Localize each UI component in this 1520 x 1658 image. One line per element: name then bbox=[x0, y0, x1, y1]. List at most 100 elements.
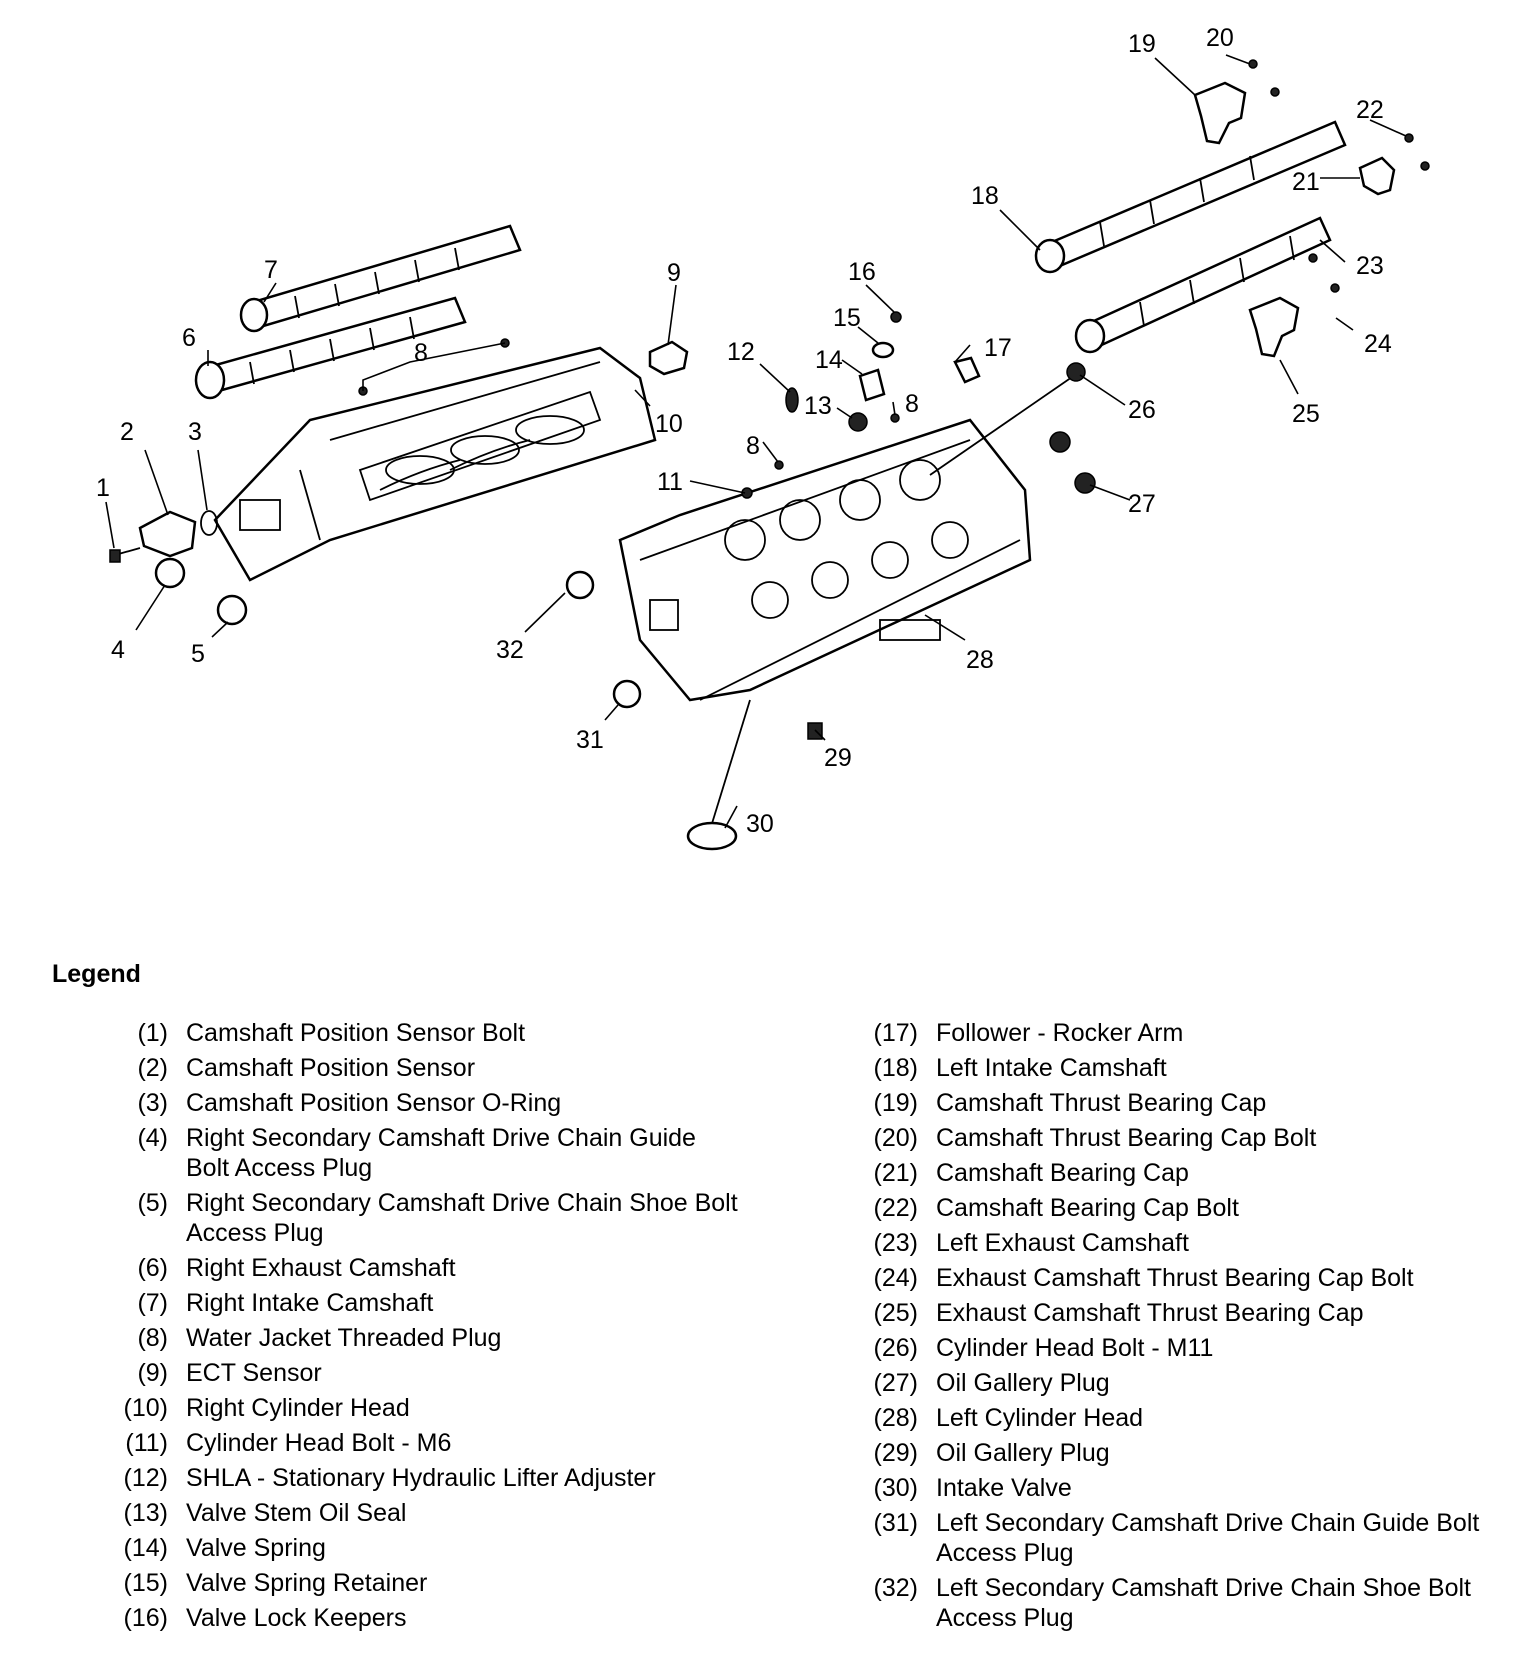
left-cylinder-head bbox=[618, 418, 1032, 702]
valve-lock-keepers bbox=[890, 311, 902, 323]
cylinder-head-bolt-m11 bbox=[929, 362, 1086, 476]
left-exhaust-camshaft bbox=[1074, 216, 1332, 354]
callout-27: 27 bbox=[1128, 490, 1156, 518]
legend-item-text: Camshaft Thrust Bearing Cap bbox=[936, 1089, 1267, 1117]
legend-item-number: (30) bbox=[873, 1474, 918, 1502]
legend-item: (11) Cylinder Head Bolt - M6 bbox=[90, 1428, 740, 1458]
callout-5: 5 bbox=[191, 640, 205, 668]
legend-item: (27) Oil Gallery Plug bbox=[840, 1368, 1510, 1398]
legend-item: (30) Intake Valve bbox=[840, 1473, 1510, 1503]
legend-column-right: (17)Follower - Rocker Arm (18)Left Intak… bbox=[840, 1018, 1510, 1638]
legend-item-text: Camshaft Bearing Cap bbox=[936, 1159, 1189, 1187]
legend-item-text: Cylinder Head Bolt - M6 bbox=[186, 1429, 452, 1457]
legend-item-number: (9) bbox=[137, 1359, 168, 1387]
legend-item: (10) Right Cylinder Head bbox=[90, 1393, 740, 1423]
legend-item-number: (15) bbox=[123, 1569, 168, 1597]
legend-item-number: (25) bbox=[873, 1299, 918, 1327]
legend-item-number: (23) bbox=[873, 1229, 918, 1257]
callout-22: 22 bbox=[1356, 96, 1384, 124]
legend-item: (12) SHLA - Stationary Hydraulic Lifter A… bbox=[90, 1463, 740, 1493]
callout-32: 32 bbox=[496, 636, 524, 664]
legend-item-number: (26) bbox=[873, 1334, 918, 1362]
callout-7: 7 bbox=[264, 256, 278, 284]
legend-item-text: Valve Lock Keepers bbox=[186, 1604, 407, 1632]
legend-item-number: (21) bbox=[873, 1159, 918, 1187]
legend-item-text: Exhaust Camshaft Thrust Bearing Cap Bolt bbox=[936, 1264, 1414, 1292]
legend-item: (29)Oil Gallery Plug bbox=[840, 1438, 1510, 1468]
legend-item-text: Camshaft Bearing Cap Bolt bbox=[936, 1194, 1239, 1222]
legend-column-left: (1)Camshaft Position Sensor Bolt (2) Cams… bbox=[90, 1018, 740, 1638]
legend-item: (23) Left Exhaust Camshaft bbox=[840, 1228, 1510, 1258]
legend-item: (17)Follower - Rocker Arm bbox=[840, 1018, 1510, 1048]
callout-8c: 8 bbox=[905, 390, 919, 418]
callout-19: 19 bbox=[1128, 30, 1156, 58]
callout-8b: 8 bbox=[746, 432, 760, 460]
callout-23: 23 bbox=[1356, 252, 1384, 280]
cap-bolts bbox=[1248, 59, 1430, 293]
legend-item: (15) Valve Spring Retainer bbox=[90, 1568, 740, 1598]
legend-title: Legend bbox=[52, 960, 141, 988]
right-chain-guide-access-plug bbox=[154, 557, 186, 589]
valve-stem-oil-seal bbox=[848, 412, 868, 432]
legend-item-text: Water Jacket Threaded Plug bbox=[186, 1324, 502, 1352]
legend-item: (6)Right Exhaust Camshaft bbox=[90, 1253, 740, 1283]
legend-item-text: Left Exhaust Camshaft bbox=[936, 1229, 1189, 1257]
legend-item-number: (18) bbox=[873, 1054, 918, 1082]
legend-item: (5) Right Secondary Camshaft Drive Chain … bbox=[90, 1188, 740, 1248]
legend-item-number: (22) bbox=[873, 1194, 918, 1222]
legend-item-number: (14) bbox=[123, 1534, 168, 1562]
legend-item-number: (28) bbox=[873, 1404, 918, 1432]
legend-item-text: Follower - Rocker Arm bbox=[936, 1019, 1184, 1047]
legend-item-text: Camshaft Position Sensor bbox=[186, 1054, 476, 1082]
legend-item-number: (2) bbox=[137, 1054, 168, 1082]
callout-16: 16 bbox=[848, 258, 876, 286]
legend-item-number: (19) bbox=[873, 1089, 918, 1117]
legend-item: (16)Valve Lock Keepers bbox=[90, 1603, 740, 1633]
callout-25: 25 bbox=[1292, 400, 1320, 428]
legend-item-text: Intake Valve bbox=[936, 1474, 1072, 1502]
legend-item-number: (3) bbox=[137, 1089, 168, 1117]
legend-item-number: (10) bbox=[123, 1394, 168, 1422]
callout-28: 28 bbox=[966, 646, 994, 674]
legend-item: (4)Right Secondary Camshaft Drive Chain … bbox=[90, 1123, 740, 1183]
camshaft-thrust-bearing-cap bbox=[1193, 81, 1247, 145]
legend-item: (8)Water Jacket Threaded Plug bbox=[90, 1323, 740, 1353]
leader-lines bbox=[105, 54, 1407, 829]
legend-item-number: (5) bbox=[137, 1189, 168, 1217]
legend-item-text: Right Secondary Camshaft Drive Chain Sho… bbox=[186, 1189, 738, 1247]
legend-item-number: (7) bbox=[137, 1289, 168, 1317]
legend-item-text: Right Cylinder Head bbox=[186, 1394, 410, 1422]
legend-item-text: Camshaft Thrust Bearing Cap Bolt bbox=[936, 1124, 1317, 1152]
callout-26: 26 bbox=[1128, 396, 1156, 424]
follower-rocker-arm bbox=[953, 356, 981, 384]
callout-21: 21 bbox=[1292, 168, 1320, 196]
legend-item-number: (11) bbox=[125, 1429, 168, 1457]
callout-24: 24 bbox=[1364, 330, 1392, 358]
legend-item-number: (12) bbox=[123, 1464, 168, 1492]
legend-item: (18)Left Intake Camshaft bbox=[840, 1053, 1510, 1083]
camshaft-position-sensor bbox=[138, 510, 197, 558]
legend-item-text: Valve Spring Retainer bbox=[186, 1569, 428, 1597]
right-chain-shoe-access-plug bbox=[216, 594, 248, 626]
callout-8a: 8 bbox=[414, 339, 428, 367]
callout-15: 15 bbox=[833, 304, 861, 332]
callout-1: 1 bbox=[96, 474, 110, 502]
legend-item-text: Camshaft Position Sensor O-Ring bbox=[186, 1089, 562, 1117]
callout-6: 6 bbox=[182, 324, 196, 352]
left-chain-guide-access-plug bbox=[612, 679, 642, 709]
legend-item-number: (27) bbox=[873, 1369, 918, 1397]
camshaft-position-sensor-o-ring bbox=[200, 510, 218, 536]
callout-3: 3 bbox=[188, 418, 202, 446]
legend-item: (1)Camshaft Position Sensor Bolt bbox=[90, 1018, 740, 1048]
legend-item: (26)Cylinder Head Bolt - M11 bbox=[840, 1333, 1510, 1363]
legend-item-text: SHLA - Stationary Hydraulic Lifter Adjus… bbox=[186, 1464, 656, 1492]
legend-item: (3) Camshaft Position Sensor O-Ring bbox=[90, 1088, 740, 1118]
legend-item: (19) Camshaft Thrust Bearing Cap bbox=[840, 1088, 1510, 1118]
oil-gallery-plug-27 bbox=[1074, 472, 1096, 494]
legend-item-text: Oil Gallery Plug bbox=[936, 1439, 1110, 1467]
legend-item-number: (1) bbox=[137, 1019, 168, 1047]
legend-item-number: (6) bbox=[137, 1254, 168, 1282]
legend-item-text: ECT Sensor bbox=[186, 1359, 322, 1387]
legend-item-text: Oil Gallery Plug bbox=[936, 1369, 1110, 1397]
oil-gallery-plug-upper bbox=[1049, 431, 1071, 453]
